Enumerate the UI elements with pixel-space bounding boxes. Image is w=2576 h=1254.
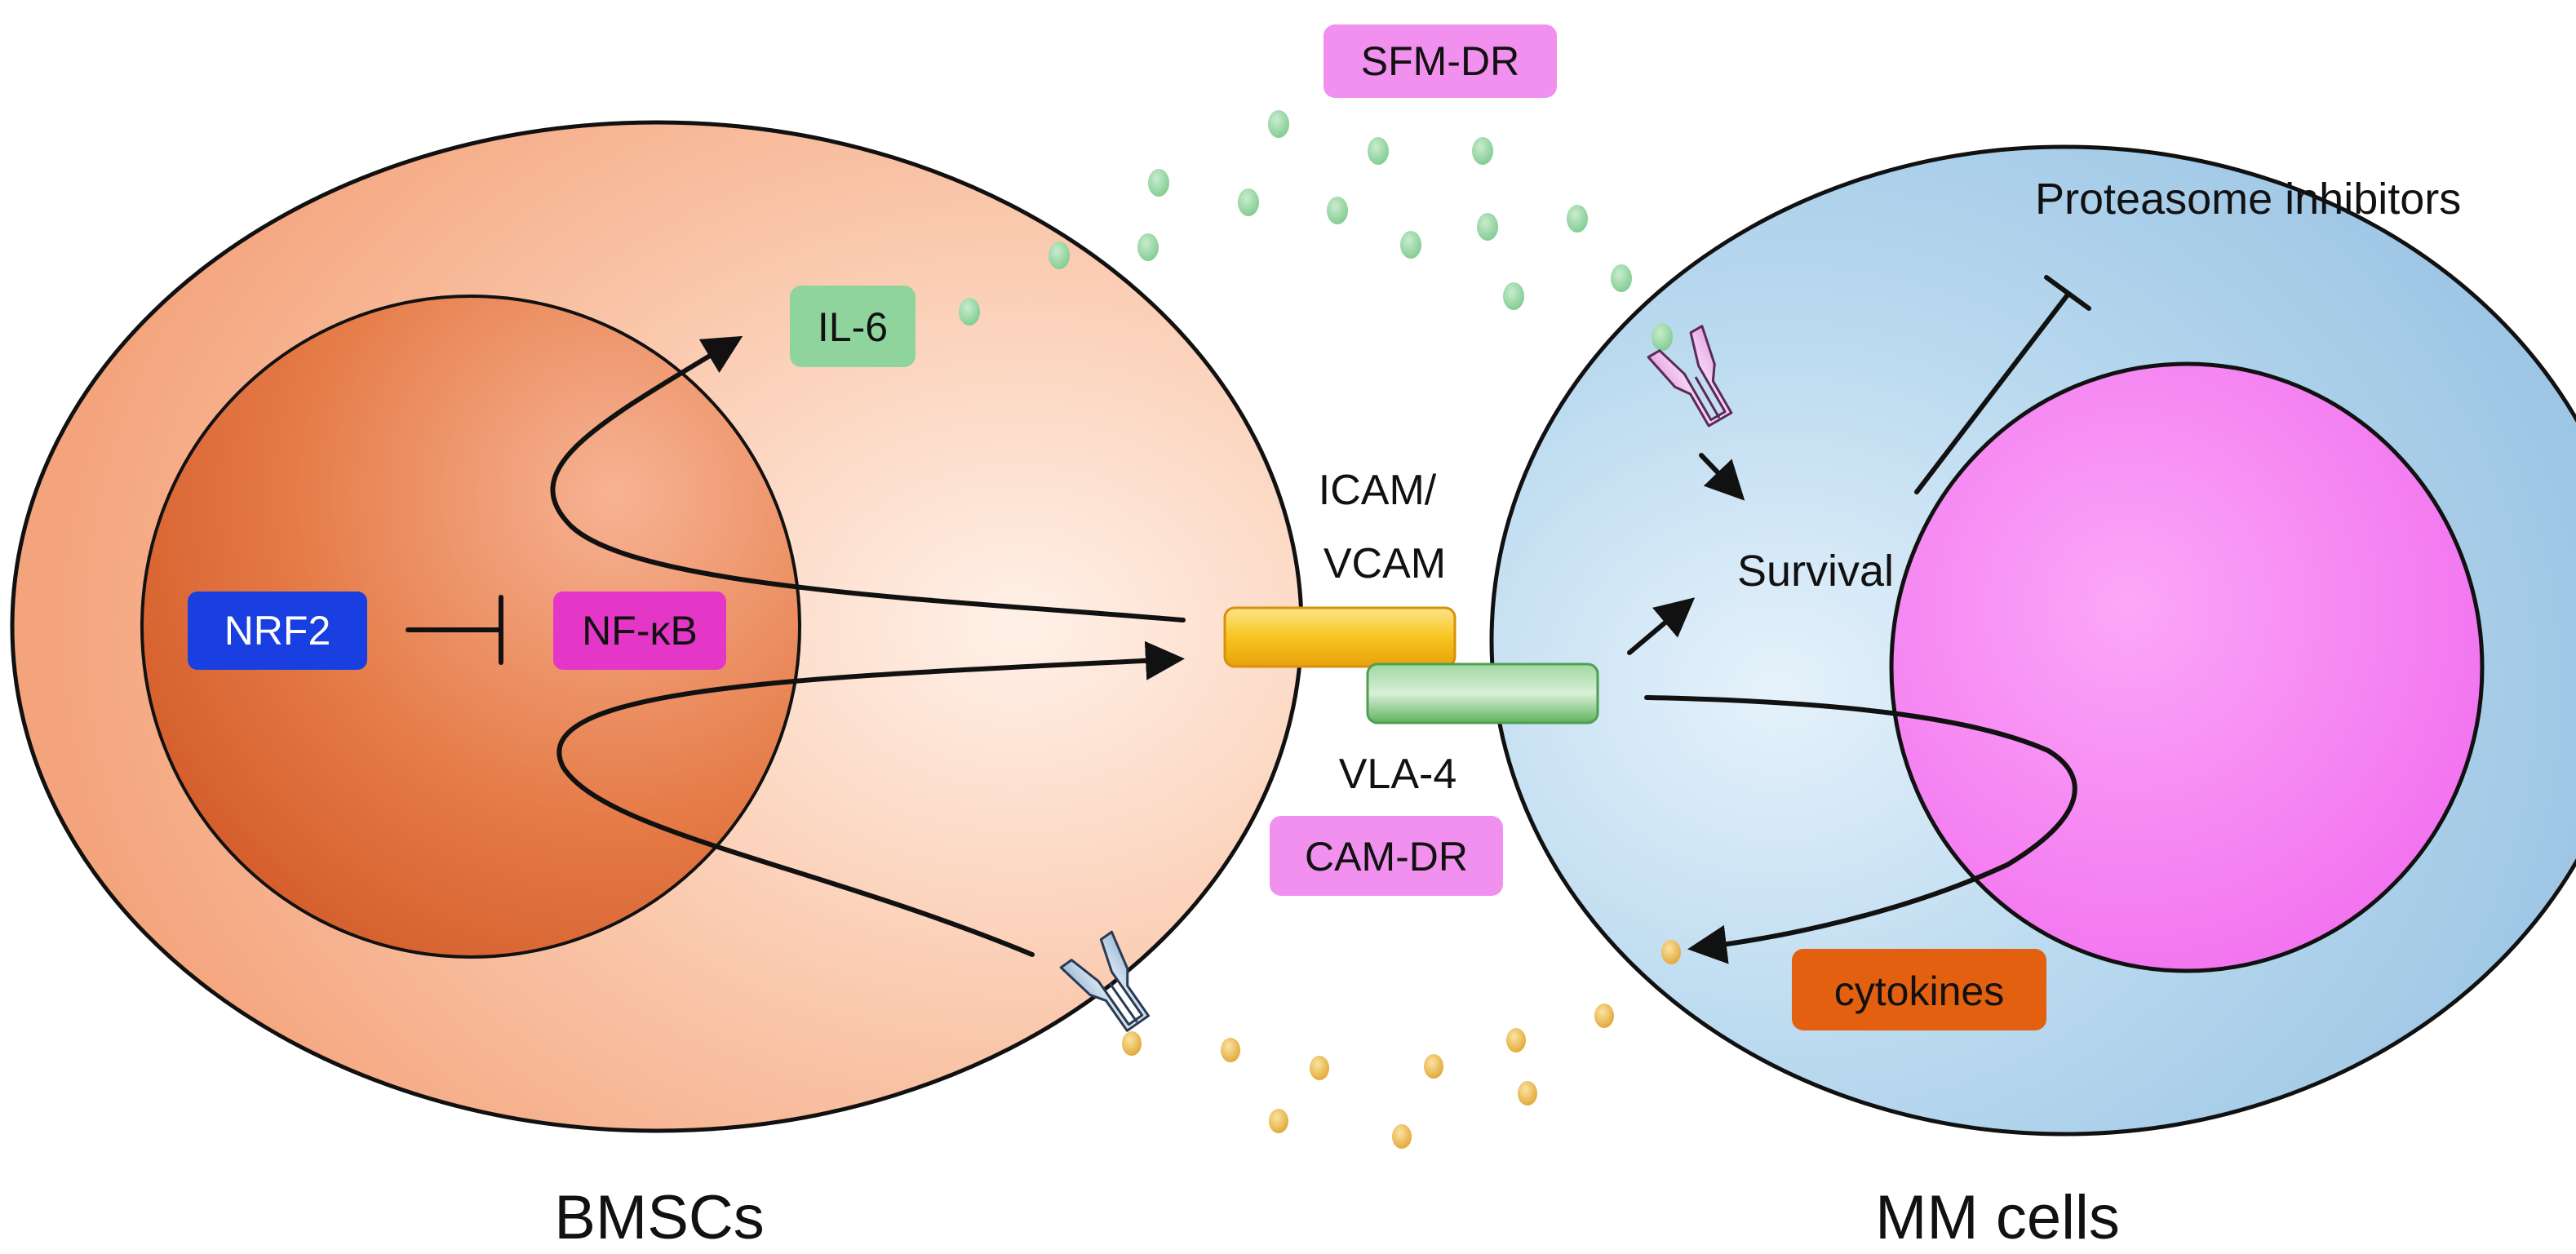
proteasome-inhibitor-bar — [2044, 275, 2091, 311]
cytokine-dot — [1269, 1109, 1288, 1133]
sfm-dr-label: SFM-DR — [1361, 38, 1519, 84]
cytokine-dots — [1122, 940, 1681, 1149]
mm-cell — [1489, 144, 2576, 1137]
il6-dot — [1268, 110, 1289, 138]
il6-label: IL-6 — [818, 304, 888, 350]
bmsc-signaling-arrows — [550, 335, 1186, 957]
bmsc-nucleus — [140, 295, 801, 959]
sfm-dr-box: SFM-DR — [1323, 24, 1557, 98]
il6-dot — [1400, 231, 1421, 259]
il6-dot — [1368, 137, 1389, 165]
cytokine-dot — [1122, 1031, 1142, 1056]
il6-secreted-dots — [959, 110, 1673, 351]
proteasome-inhibitor-line — [1914, 291, 2071, 494]
cytokine-dot — [1392, 1124, 1412, 1149]
cytokine-dot — [1518, 1081, 1537, 1106]
nfkb-box: NF-κB — [553, 592, 726, 670]
bmsc-receptor-icon — [1059, 930, 1151, 1032]
il6-dot — [959, 298, 980, 326]
cytokine-dot — [1506, 1028, 1526, 1052]
il6-secretion-arrow — [550, 335, 1186, 623]
adhesion-signal-arrow — [556, 640, 1185, 957]
il6-box: IL-6 — [790, 286, 916, 367]
il6-dot — [1652, 323, 1673, 351]
bmsc-receptor — [1059, 930, 1151, 1032]
cytokine-dot — [1661, 940, 1681, 964]
cytokines-label: cytokines — [1834, 968, 2004, 1014]
vla4-bar — [1366, 662, 1599, 724]
il6-dot — [1472, 137, 1493, 165]
proteasome-inhibitors-label: Proteasome inhibitors — [2035, 175, 2461, 224]
cytokines-box: cytokines — [1792, 949, 2046, 1030]
icam-vcam-bar — [1223, 606, 1456, 668]
cam-dr-label: CAM-DR — [1305, 834, 1468, 880]
cytokine-release-arrow — [1644, 695, 2077, 964]
il6-dot — [1049, 241, 1070, 269]
bmscs-caption: BMSCs — [554, 1183, 765, 1252]
vla4-label: VLA-4 — [1339, 751, 1457, 798]
cytokine-dot — [1221, 1038, 1240, 1062]
mm-receptor — [1647, 325, 1733, 428]
mm-signaling-arrows — [1627, 275, 2091, 964]
il6-dot — [1611, 264, 1632, 292]
nrf2-inhibition — [406, 595, 503, 665]
il6-dot — [1148, 169, 1169, 197]
adhesion-to-survival-arrow — [1627, 597, 1696, 655]
il6-dot — [1327, 197, 1348, 224]
nfkb-label: NF-κB — [582, 608, 698, 654]
nrf2-box: NRF2 — [188, 592, 367, 670]
il6-dot — [1238, 188, 1259, 216]
icam-label-line2: VCAM — [1323, 540, 1446, 587]
icam-label-line1: ICAM/ — [1319, 467, 1437, 514]
cytokine-dot — [1594, 1004, 1614, 1028]
il6-dot — [1477, 213, 1498, 241]
mm-cells-caption: MM cells — [1875, 1183, 2120, 1252]
receptor-to-survival-arrow — [1699, 453, 1745, 501]
mm-receptor-icon — [1647, 325, 1733, 428]
nrf2-label: NRF2 — [224, 608, 331, 654]
mm-nucleus — [1889, 361, 2485, 973]
il6-dot — [1567, 205, 1588, 233]
survival-label: Survival — [1737, 547, 1894, 596]
cam-dr-box: CAM-DR — [1270, 816, 1503, 896]
il6-dot — [1137, 233, 1159, 261]
il6-dot — [1503, 282, 1524, 310]
cytokine-dot — [1310, 1056, 1329, 1080]
cytokine-dot — [1424, 1054, 1443, 1079]
